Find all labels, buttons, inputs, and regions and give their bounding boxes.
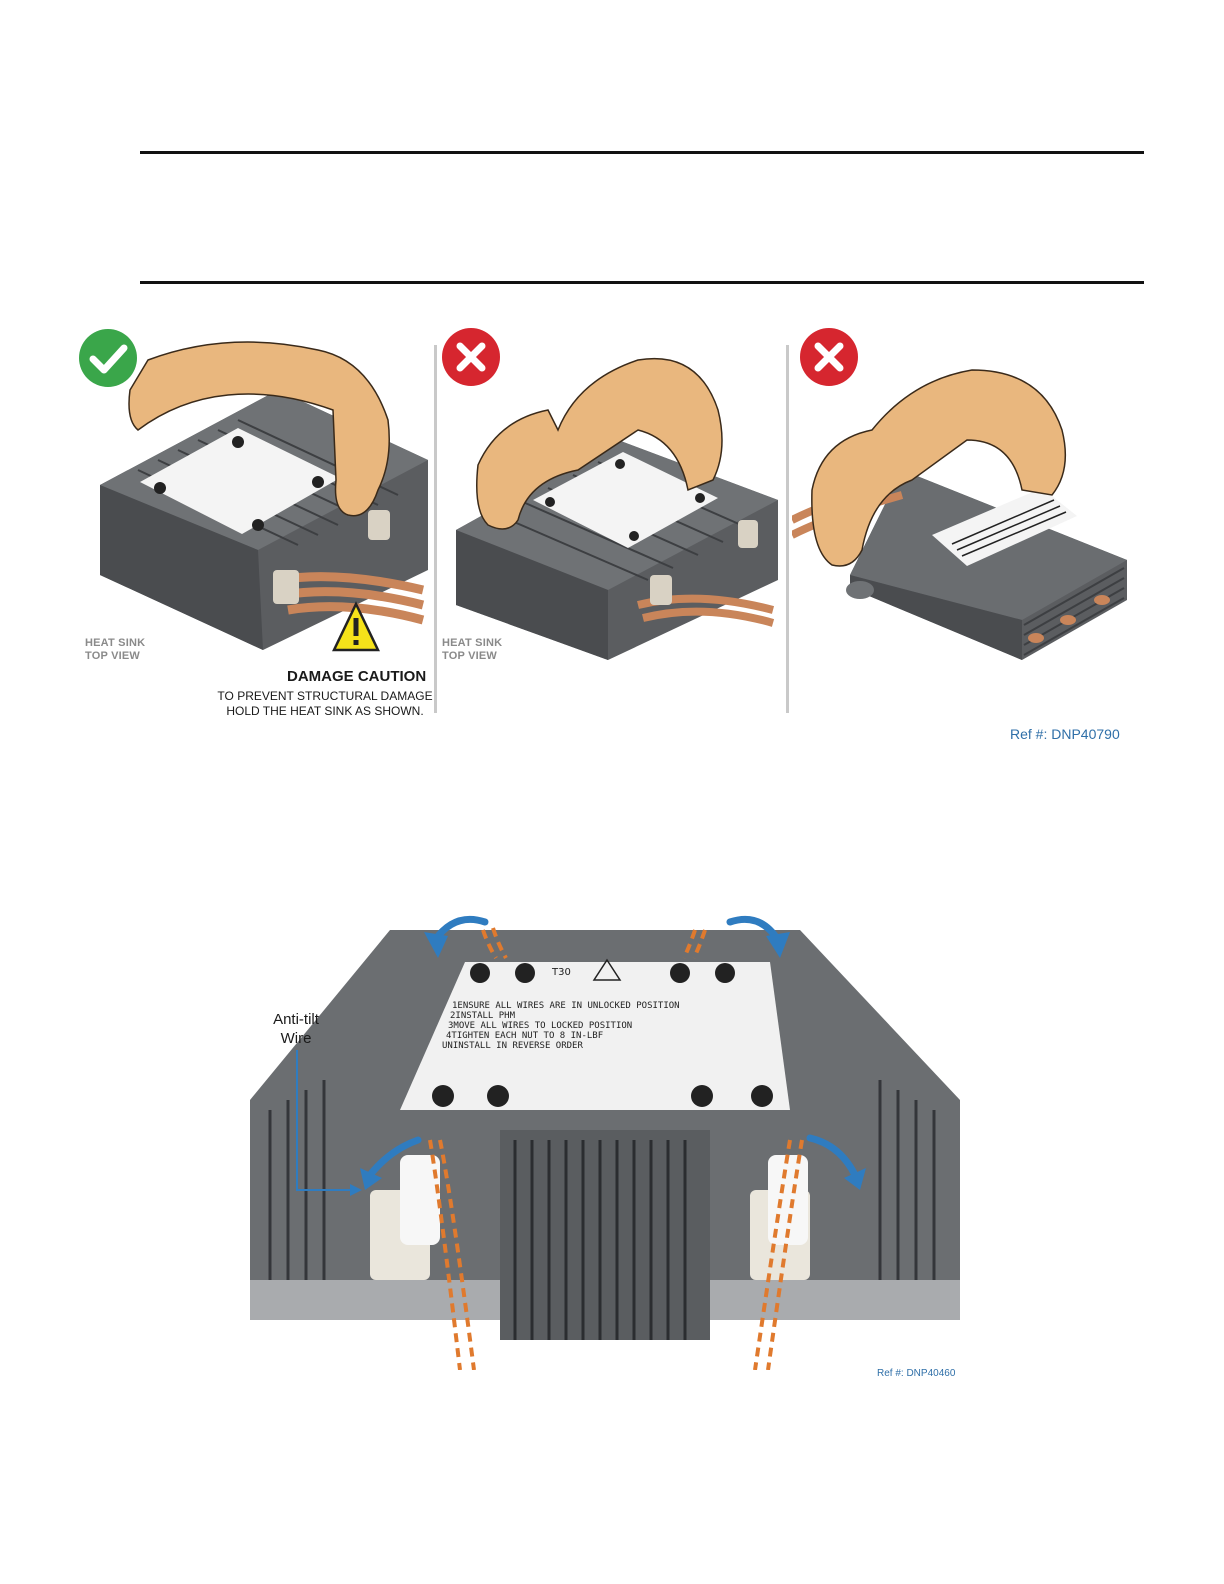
caution-text: TO PREVENT STRUCTURAL DAMAGE HOLD THE HE… xyxy=(210,689,440,719)
label-line: 2INSTALL PHM xyxy=(450,1011,516,1021)
view-label: HEAT SINK TOP VIEW xyxy=(85,637,145,663)
label-line: UNINSTALL IN REVERSE ORDER xyxy=(442,1041,583,1051)
reference-number: Ref #: DNP40790 xyxy=(1010,726,1120,742)
x-icon xyxy=(442,328,500,386)
anti-tilt-figure: T30 1ENSURE ALL WIRES ARE IN UNLOCKED PO… xyxy=(240,900,970,1370)
check-icon xyxy=(79,329,137,387)
reference-number: Ref #: DNP40460 xyxy=(877,1368,955,1379)
torque-label: T30 xyxy=(551,967,571,978)
panel-divider xyxy=(434,345,437,713)
view-label: HEAT SINK TOP VIEW xyxy=(442,637,502,663)
panel-divider xyxy=(786,345,789,713)
label-line: 4TIGHTEN EACH NUT TO 8 IN-LBF xyxy=(446,1031,603,1041)
top-rule xyxy=(140,151,1144,154)
x-icon xyxy=(800,328,858,386)
panel-wrong-hold-2 xyxy=(792,320,1138,720)
label-line: 3MOVE ALL WIRES TO LOCKED POSITION xyxy=(448,1021,632,1031)
anti-tilt-label: Anti-tilt Wire xyxy=(258,1010,334,1048)
label-line: 1ENSURE ALL WIRES ARE IN UNLOCKED POSITI… xyxy=(452,1001,680,1011)
bottom-rule xyxy=(140,281,1144,284)
caution-title: DAMAGE CAUTION xyxy=(287,668,426,685)
